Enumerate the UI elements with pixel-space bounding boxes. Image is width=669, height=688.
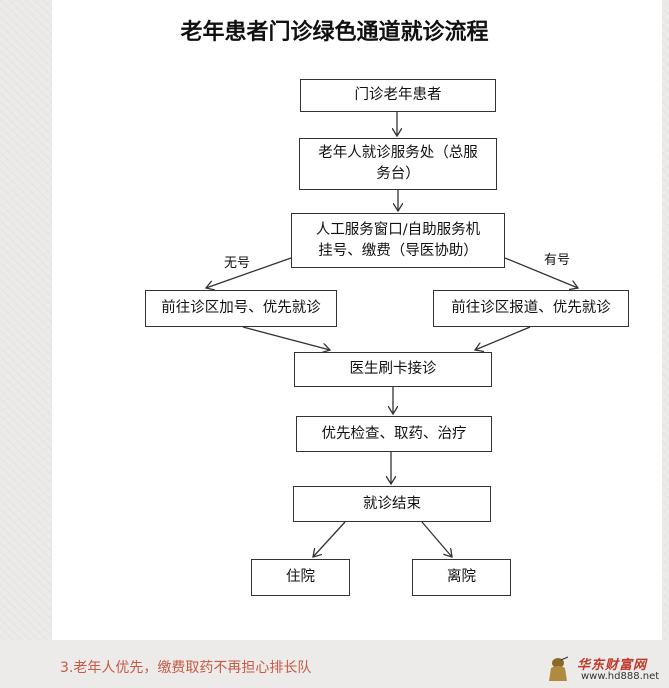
caption-text: 3.老年人优先，缴费取药不再担心排长队 <box>60 660 312 676</box>
flowchart-title: 老年患者门诊绿色通道就诊流程 <box>180 19 489 45</box>
node-register: 人工服务窗口/自助服务机 挂号、缴费（导医协助） <box>291 213 505 268</box>
arrow-end-to-leave <box>421 521 452 557</box>
edge-label-has-number: 有号 <box>544 253 571 268</box>
node-doctor-label: 医生刷卡接诊 <box>349 361 437 377</box>
node-leave-label: 离院 <box>447 569 476 585</box>
node-no-number-path: 前往诊区加号、优先就诊 <box>145 290 337 327</box>
node-end: 就诊结束 <box>293 486 491 522</box>
watermark-name: 华东财富网 <box>577 658 648 673</box>
arrow-register-to-has-number <box>504 257 578 288</box>
node-no-number-path-label: 前往诊区加号、优先就诊 <box>161 300 321 316</box>
node-hospitalize-label: 住院 <box>286 569 315 585</box>
node-exam: 优先检查、取药、治疗 <box>296 416 492 452</box>
watermark-url: www.hd888.net <box>581 671 660 682</box>
node-register-line1: 人工服务窗口/自助服务机 <box>315 221 481 238</box>
node-service-desk: 老年人就诊服务处（总服务台） <box>299 138 497 190</box>
node-has-number-path-label: 前往诊区报道、优先就诊 <box>451 300 611 316</box>
node-service-desk-label: 老年人就诊服务处（总服务台） <box>318 145 478 182</box>
scholar-icon <box>549 656 569 681</box>
edge-label-no-number: 无号 <box>224 256 251 271</box>
arrow-register-to-no-number <box>206 257 292 288</box>
node-has-number-path: 前往诊区报道、优先就诊 <box>433 290 629 327</box>
watermark-logo: 华东财富网 www.hd888.net <box>545 654 665 686</box>
node-leave: 离院 <box>412 559 511 596</box>
node-doctor: 医生刷卡接诊 <box>294 352 492 387</box>
node-register-line2: 挂号、缴费（导医协助） <box>318 242 478 259</box>
node-hospitalize: 住院 <box>251 559 350 596</box>
node-exam-label: 优先检查、取药、治疗 <box>321 425 467 442</box>
node-start-label: 门诊老年患者 <box>354 87 442 103</box>
arrow-end-to-hospitalize <box>313 521 346 557</box>
node-start: 门诊老年患者 <box>300 79 496 112</box>
arrow-has-number-to-doctor <box>475 326 531 350</box>
arrow-no-number-to-doctor <box>242 326 330 350</box>
node-end-label: 就诊结束 <box>363 495 421 512</box>
